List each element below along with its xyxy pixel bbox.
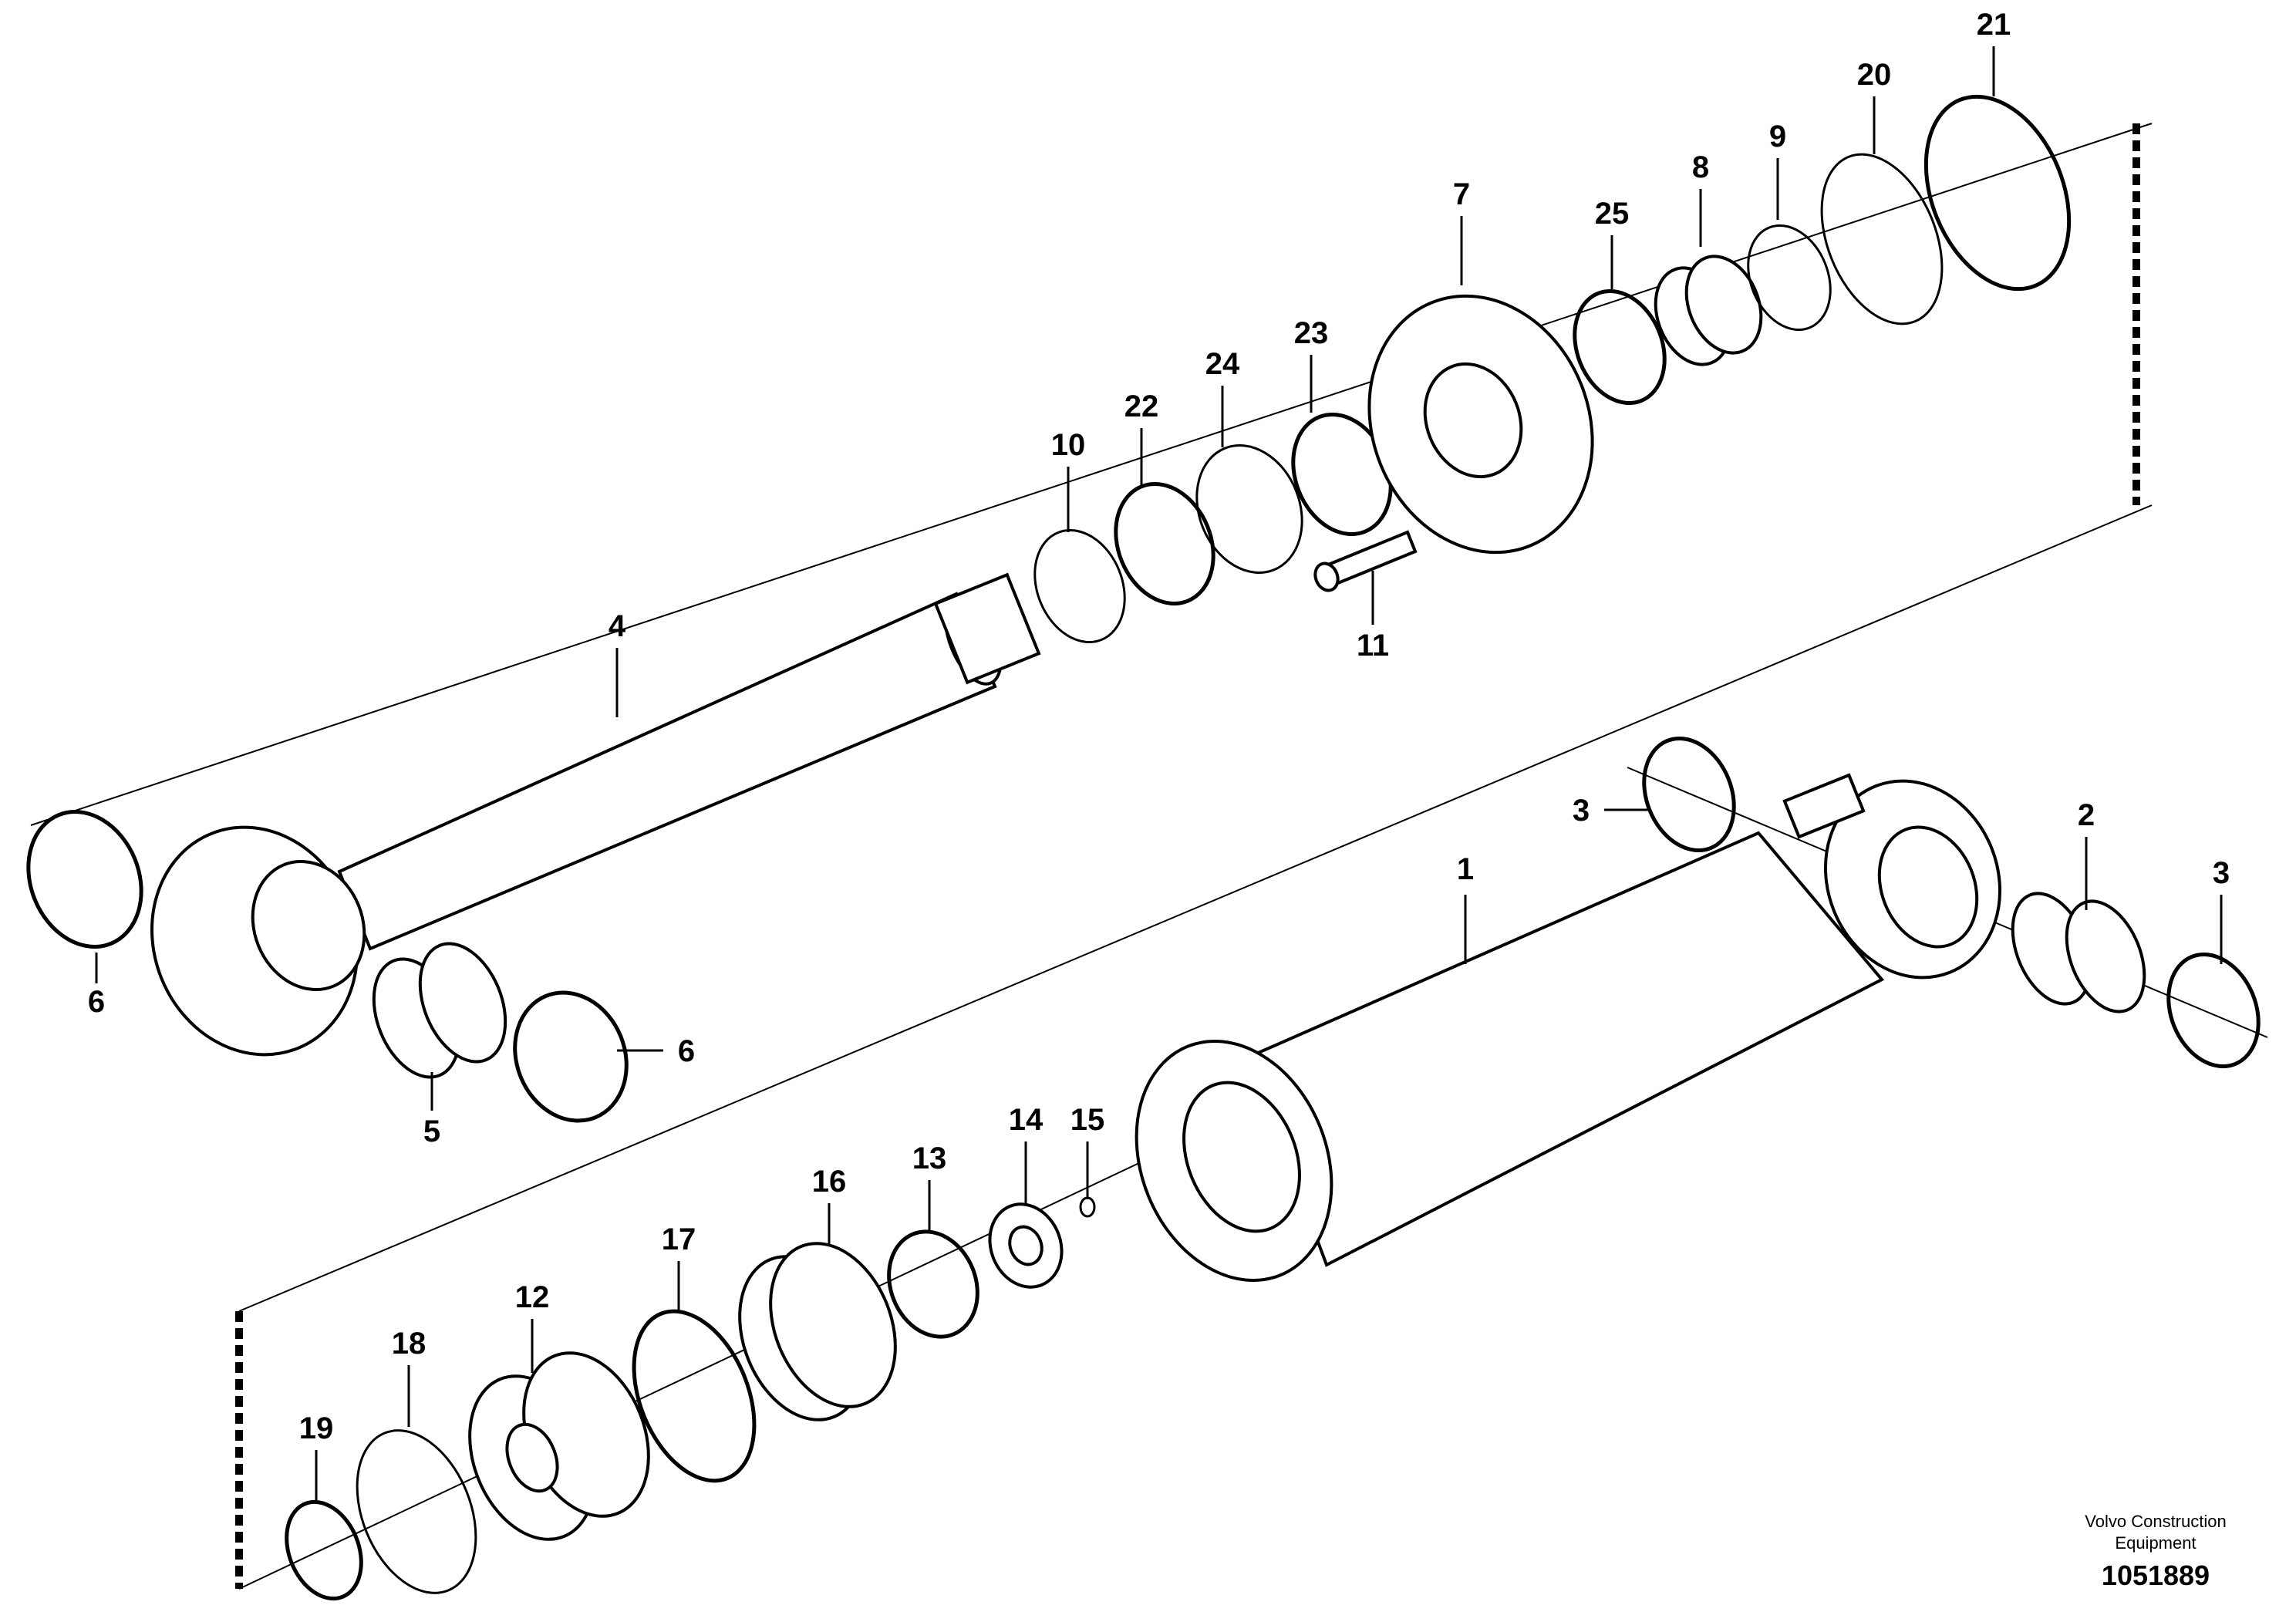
part-label-6a: 6: [88, 985, 105, 1019]
o-ring-21: [1923, 94, 2072, 292]
part-label-9: 9: [1769, 120, 1786, 153]
footer-company-line2: Equipment: [2115, 1533, 2196, 1553]
seal-22: [1114, 481, 1215, 606]
part-label-6b: 6: [678, 1034, 695, 1068]
drawing-footer: Volvo Construction Equipment 1051889: [2085, 1512, 2226, 1591]
o-ring-20: [1820, 153, 1944, 325]
part-label-18: 18: [392, 1327, 426, 1361]
part-label-19: 19: [299, 1411, 334, 1445]
lower-assembly-axis: [238, 1114, 1242, 1590]
upper-assembly-axis: [30, 123, 2153, 826]
part-label-12: 12: [515, 1280, 550, 1314]
part-label-2: 2: [2078, 798, 2095, 832]
part-label-1: 1: [1457, 852, 1474, 886]
part-label-16: 16: [812, 1165, 847, 1199]
cylinder-tube: [1135, 773, 2002, 1283]
rod-eye-seal-left: [26, 810, 143, 949]
head-bolt: [1313, 530, 1418, 592]
part-label-10: 10: [1051, 428, 1086, 462]
snap-ring-9: [1747, 224, 1832, 332]
part-label-8: 8: [1692, 150, 1709, 184]
set-screw-15: [1079, 1196, 1096, 1218]
cylinder-head: [1367, 294, 1594, 555]
leader-lines: [95, 46, 2223, 1500]
footer-company-line1: Volvo Construction: [2085, 1512, 2226, 1531]
part-label-11: 11: [1357, 629, 1389, 663]
part-label-13: 13: [912, 1141, 947, 1175]
part-label-24: 24: [1205, 347, 1240, 381]
part-label-23: 23: [1294, 316, 1329, 350]
part-label-15: 15: [1070, 1103, 1105, 1137]
seal-24: [1195, 444, 1303, 574]
cylinder-bushing: [2011, 892, 2146, 1013]
o-ring-18: [356, 1429, 477, 1594]
footer-drawing-number: 1051889: [2102, 1560, 2210, 1591]
part-label-17: 17: [662, 1222, 696, 1256]
ring-25: [1573, 288, 1667, 406]
part-label-22: 22: [1124, 389, 1159, 423]
guide-bushing-8: [1654, 255, 1763, 366]
part-label-25: 25: [1595, 197, 1630, 231]
o-ring-19: [285, 1499, 363, 1601]
piston-rod: [150, 572, 1041, 1057]
rod-eye-seal-right: [513, 990, 629, 1123]
washer-13: [887, 1229, 979, 1339]
part-label-14: 14: [1009, 1103, 1043, 1137]
cylinder-eye-seal-right: [2166, 952, 2261, 1069]
piston-12: [468, 1351, 650, 1541]
assembly-connector-line: [238, 504, 2153, 1312]
part-label-3a: 3: [1573, 794, 1590, 828]
part-labels: 1 2 3 3 4 5 6 6 7 8 9 10 11 12 13 14 15 …: [88, 8, 2230, 1445]
part-label-20: 20: [1857, 58, 1892, 92]
part-label-5: 5: [423, 1114, 440, 1148]
part-label-4: 4: [609, 609, 626, 643]
part-label-3b: 3: [2213, 856, 2230, 890]
lock-nut-14: [988, 1202, 1064, 1289]
snap-ring-10: [1033, 528, 1126, 644]
seal-17: [632, 1309, 757, 1483]
ring-16: [738, 1242, 897, 1421]
part-label-21: 21: [1977, 8, 2011, 42]
rod-bushing: [372, 942, 507, 1079]
part-label-7: 7: [1453, 177, 1470, 211]
